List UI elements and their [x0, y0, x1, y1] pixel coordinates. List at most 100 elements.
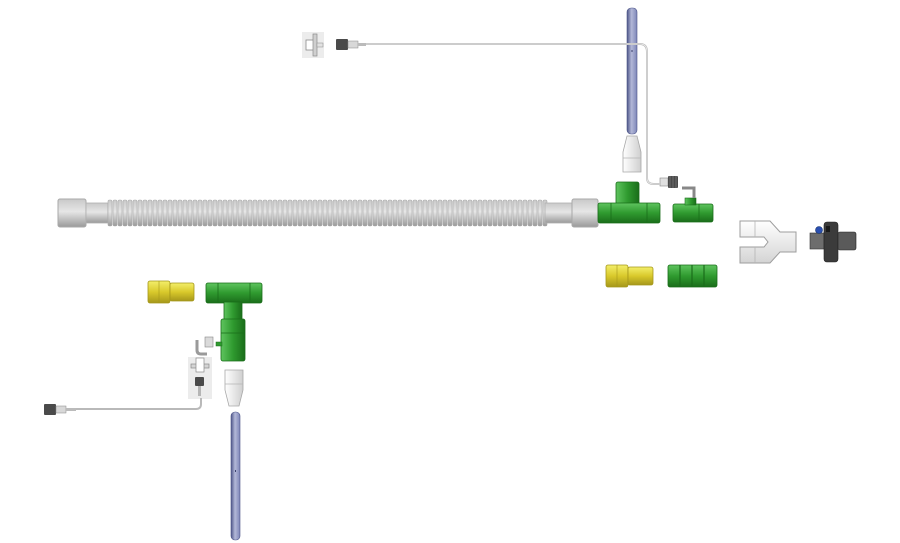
tube-rib — [152, 199, 158, 227]
tube-rib — [217, 199, 223, 227]
tube-rib — [227, 199, 233, 227]
tube-rib — [132, 199, 138, 227]
tube-rib — [467, 199, 473, 227]
tube-rib — [277, 199, 283, 227]
tube-rib — [282, 199, 288, 227]
tube-rib — [122, 199, 128, 227]
green-tee-connector — [597, 181, 661, 224]
tube-rib — [232, 199, 238, 227]
tube-rib — [422, 199, 428, 227]
tube-rib — [537, 199, 543, 227]
tube-rib — [237, 199, 243, 227]
tube-rib — [512, 199, 518, 227]
tube-rib — [377, 199, 383, 227]
tube-rib — [532, 199, 538, 227]
sampling-line-lower — [44, 398, 202, 415]
tube-neck-right — [544, 202, 573, 224]
yellow-adapter — [605, 264, 654, 288]
tube-rib — [442, 199, 448, 227]
tube-neck-left — [85, 202, 109, 224]
green-elbow-adapter — [672, 186, 714, 223]
filter-port-icon — [815, 226, 823, 234]
tube-rib — [162, 199, 168, 227]
tube-rib — [107, 199, 113, 227]
tube-rib — [247, 199, 253, 227]
tube-rib — [242, 199, 248, 227]
tube-rib — [432, 199, 438, 227]
tube-rib — [267, 199, 273, 227]
tube-rib — [412, 199, 418, 227]
tube-rib — [222, 199, 228, 227]
tube-rib — [357, 199, 363, 227]
tube-rib — [417, 199, 423, 227]
tube-rib — [527, 199, 533, 227]
tube-rib — [172, 199, 178, 227]
yellow-adapter-lower — [147, 280, 195, 304]
tube-rib — [212, 199, 218, 227]
tube-rib — [362, 199, 368, 227]
elbow-luer-icon — [195, 336, 214, 356]
tube-rib — [117, 199, 123, 227]
tube-rib — [317, 199, 323, 227]
tube-rib — [372, 199, 378, 227]
tube-rib — [297, 199, 303, 227]
tube-rib — [332, 199, 338, 227]
tube-rib — [322, 199, 328, 227]
y-piece-connector — [739, 220, 797, 264]
tube-rib — [502, 199, 508, 227]
tube-rib — [252, 199, 258, 227]
tube-end-cuff-right — [571, 198, 599, 228]
tube-rib — [167, 199, 173, 227]
tube-rib — [427, 199, 433, 227]
temperature-probe-lower — [224, 369, 244, 541]
tube-rib — [507, 199, 513, 227]
tube-end-cuff-left — [57, 198, 87, 228]
tube-rib — [457, 199, 463, 227]
tube-rib — [517, 199, 523, 227]
tube-rib — [287, 199, 293, 227]
tube-rib — [437, 199, 443, 227]
tube-rib — [177, 199, 183, 227]
tube-rib — [392, 199, 398, 227]
temperature-probe — [622, 7, 642, 173]
tube-rib — [382, 199, 388, 227]
tube-rib — [187, 199, 193, 227]
luer-lock-icon-lower — [44, 404, 56, 415]
tube-rib — [207, 199, 213, 227]
tube-rib — [477, 199, 483, 227]
tube-rib — [337, 199, 343, 227]
tube-corrugation — [107, 199, 548, 227]
tube-rib — [482, 199, 488, 227]
tube-rib — [462, 199, 468, 227]
corrugated-tube — [57, 198, 599, 228]
tube-rib — [192, 199, 198, 227]
tube-rib — [182, 199, 188, 227]
tube-rib — [197, 199, 203, 227]
tube-rib — [407, 199, 413, 227]
tube-rib — [402, 199, 408, 227]
tube-rib — [347, 199, 353, 227]
tube-rib — [352, 199, 358, 227]
tube-rib — [157, 199, 163, 227]
stopcock-icon-lower — [188, 357, 212, 399]
green-double-coupler — [667, 264, 718, 288]
tube-rib — [292, 199, 298, 227]
tube-rib — [522, 199, 528, 227]
tube-rib — [302, 199, 308, 227]
tube-rib — [307, 199, 313, 227]
tube-rib — [397, 199, 403, 227]
tube-rib — [112, 199, 118, 227]
hme-filter — [809, 221, 857, 263]
tube-rib — [472, 199, 478, 227]
tube-rib — [202, 199, 208, 227]
tube-rib — [312, 199, 318, 227]
sampling-line — [302, 32, 660, 185]
tube-rib — [497, 199, 503, 227]
tube-rib — [487, 199, 493, 227]
tube-rib — [257, 199, 263, 227]
luer-connector-icon — [659, 176, 678, 188]
tube-rib — [127, 199, 133, 227]
stopcock-icon — [302, 32, 324, 58]
tube-rib — [452, 199, 458, 227]
